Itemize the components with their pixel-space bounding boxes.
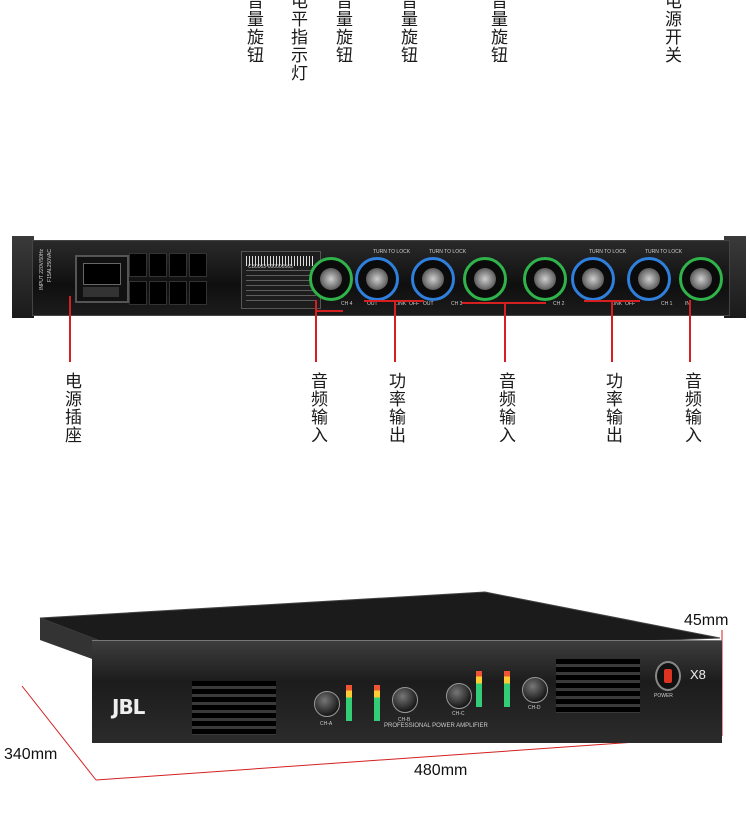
leader-line (364, 300, 424, 302)
dimension-depth: 340mm (4, 746, 58, 763)
barcode (246, 256, 314, 266)
brand-logo: JBL (112, 695, 145, 719)
channel-label-ch3: CH 3 (451, 301, 463, 307)
dimension-height: 45mm (684, 612, 729, 629)
volume-knob-ch-d[interactable] (522, 677, 548, 703)
xlr-input-ch3[interactable] (463, 257, 507, 301)
channel-label-ch4: CH 4 (341, 301, 353, 307)
turn-to-lock-label: TURN TO LOCK (645, 249, 683, 255)
channel-label-ch2: CH 2 (553, 301, 565, 307)
rear-panel: INPUT 220V/50Hz F15AL250VAC CB0003-00000… (12, 236, 746, 318)
xlr-input-ch2[interactable] (523, 257, 567, 301)
fuse-text: F15AL250VAC (47, 249, 53, 282)
spec-text-lines (246, 270, 316, 304)
label-volume-knob-4: 音量旋钮 (487, 0, 507, 64)
label-level-indicator: 电平指示灯 (287, 0, 307, 82)
vent (169, 281, 187, 305)
front-panel: JBL CH-A CH-B CH-C CH-D PROFESSIONAL POW… (92, 640, 722, 743)
vent (189, 253, 207, 277)
label-audio-input-1: 音频输入 (307, 372, 327, 444)
link-label: LINK (611, 301, 623, 307)
channel-label-ch-c: CH-C (452, 711, 465, 717)
level-meter (476, 671, 482, 707)
dimension-lines (21, 630, 723, 781)
leader-line (504, 302, 506, 362)
out-label: OUT (423, 301, 434, 307)
turn-to-lock-label: TURN TO LOCK (589, 249, 627, 255)
label-power-output-2: 功率输出 (602, 372, 622, 444)
speakon-output-ch4[interactable] (355, 257, 399, 301)
vent (149, 253, 167, 277)
level-meter (504, 671, 510, 707)
vent-slots-left (192, 681, 276, 735)
input-text: INPUT 220V/50Hz (39, 249, 45, 291)
leader-line (315, 300, 317, 362)
level-meter (346, 685, 352, 721)
out-label: OUT (367, 301, 378, 307)
label-audio-input-3: 音频输入 (681, 372, 701, 444)
dimension-width: 480mm (414, 762, 468, 779)
off-label: OFF (625, 301, 635, 307)
vent (189, 281, 207, 305)
power-socket[interactable] (75, 255, 129, 303)
label-volume-knob-3: 音量旋钮 (397, 0, 417, 64)
vent (129, 253, 147, 277)
vent (169, 253, 187, 277)
power-label: POWER (654, 693, 673, 699)
leader-line (69, 296, 71, 362)
vent (129, 281, 147, 305)
label-power-switch: 电源开关 (661, 0, 681, 64)
socket-inlet (83, 263, 121, 285)
vent (149, 281, 167, 305)
speakon-output-ch2[interactable] (571, 257, 615, 301)
label-volume-knob-2: 音量旋钮 (332, 0, 352, 64)
product-subtitle: PROFESSIONAL POWER AMPLIFIER (384, 723, 488, 729)
rack-ear-left (12, 236, 34, 318)
label-power-output-1: 功率输出 (385, 372, 405, 444)
channel-label-ch-b: CH-B (398, 717, 411, 723)
speakon-output-ch1[interactable] (627, 257, 671, 301)
rear-panel-face: INPUT 220V/50Hz F15AL250VAC CB0003-00000… (32, 240, 730, 316)
volume-knob-ch-b[interactable] (392, 687, 418, 713)
channel-label-ch1: CH 1 (661, 301, 673, 307)
volume-knob-ch-c[interactable] (446, 683, 472, 709)
volume-knob-ch-a[interactable] (314, 691, 340, 717)
channel-label-ch-a: CH-A (320, 721, 333, 727)
speakon-output-ch3[interactable] (411, 257, 455, 301)
fuse-holder (83, 287, 119, 297)
leader-line (611, 300, 613, 362)
barcode-text: CB0003-000000565 (248, 264, 293, 270)
leader-line (462, 302, 546, 304)
level-meter (374, 685, 380, 721)
channel-label-ch-d: CH-D (528, 705, 541, 711)
power-switch[interactable] (655, 661, 681, 691)
label-audio-input-2: 音频输入 (495, 372, 515, 444)
vent-slots-right (556, 659, 640, 713)
leader-line (584, 300, 640, 302)
leader-line (394, 300, 396, 362)
xlr-input-ch4[interactable] (309, 257, 353, 301)
front-face: JBL CH-A CH-B CH-C CH-D PROFESSIONAL POW… (92, 640, 722, 743)
in-label: IN (685, 301, 690, 307)
model-name: X8 (690, 667, 706, 682)
label-volume-knob-1: 音量旋钮 (243, 0, 263, 64)
leader-line (315, 310, 343, 312)
link-label: LINK (395, 301, 407, 307)
turn-to-lock-label: TURN TO LOCK (373, 249, 411, 255)
off-label: OFF (409, 301, 419, 307)
leader-line (689, 300, 691, 362)
turn-to-lock-label: TURN TO LOCK (429, 249, 467, 255)
label-power-socket: 电源插座 (61, 372, 81, 444)
xlr-input-ch1[interactable] (679, 257, 723, 301)
